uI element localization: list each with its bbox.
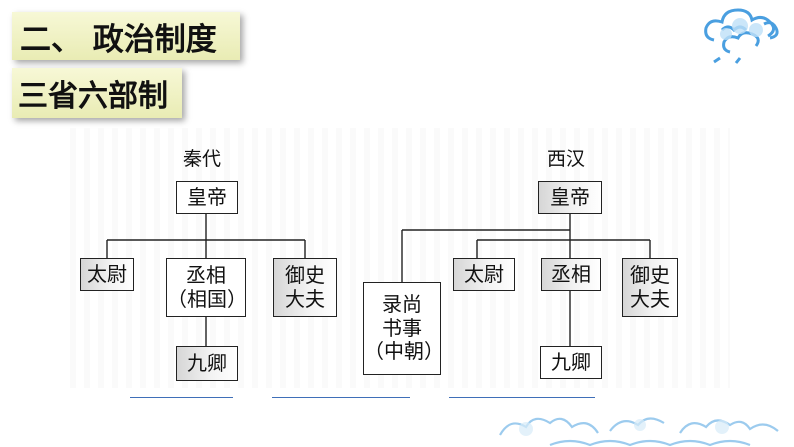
cloud-decoration-icon [704, 8, 779, 64]
qin-censor-box: 御史 大夫 [273, 258, 337, 317]
qin-era-label: 秦代 [183, 148, 222, 170]
section-title-text: 二、 政治制度 [20, 21, 217, 58]
cloud-border-decoration-icon [499, 417, 779, 447]
underline-2 [272, 397, 410, 398]
xihan-nine-ministers-text: 九卿 [551, 349, 591, 374]
xihan-taiwei-text: 太尉 [464, 261, 504, 286]
xihan-chancellor-text: 丞相 [551, 261, 591, 286]
qin-chancellor-text: 丞相 （相国） [167, 262, 247, 311]
qin-nine-ministers-box: 九卿 [176, 346, 238, 381]
qin-chancellor-box: 丞相 （相国） [166, 258, 247, 317]
xihan-emperor-text: 皇帝 [550, 184, 590, 209]
xihan-inner-court-box: 录尚 书事 （中朝） [363, 282, 444, 375]
qin-nine-ministers-text: 九卿 [187, 350, 227, 375]
qin-emperor-text: 皇帝 [187, 184, 227, 209]
section-subtitle: 三省六部制 [12, 68, 182, 118]
qin-emperor-box: 皇帝 [176, 181, 238, 214]
xihan-nine-ministers-box: 九卿 [540, 346, 602, 379]
xihan-taiwei-box: 太尉 [453, 258, 515, 291]
qin-taiwei-text: 太尉 [87, 261, 127, 286]
qin-taiwei-box: 太尉 [80, 258, 134, 291]
xihan-era-label: 西汉 [547, 148, 586, 170]
xihan-chancellor-box: 丞相 [541, 258, 601, 291]
xihan-emperor-box: 皇帝 [538, 181, 602, 214]
section-subtitle-text: 三省六部制 [18, 79, 168, 114]
underline-3 [449, 397, 595, 398]
xihan-censor-text: 御史 大夫 [630, 262, 670, 311]
xihan-inner-court-text: 录尚 书事 （中朝） [364, 292, 444, 364]
underline-1 [130, 397, 233, 398]
qin-censor-text: 御史 大夫 [285, 262, 325, 311]
section-title: 二、 政治制度 [12, 12, 240, 60]
xihan-censor-box: 御史 大夫 [622, 258, 678, 317]
